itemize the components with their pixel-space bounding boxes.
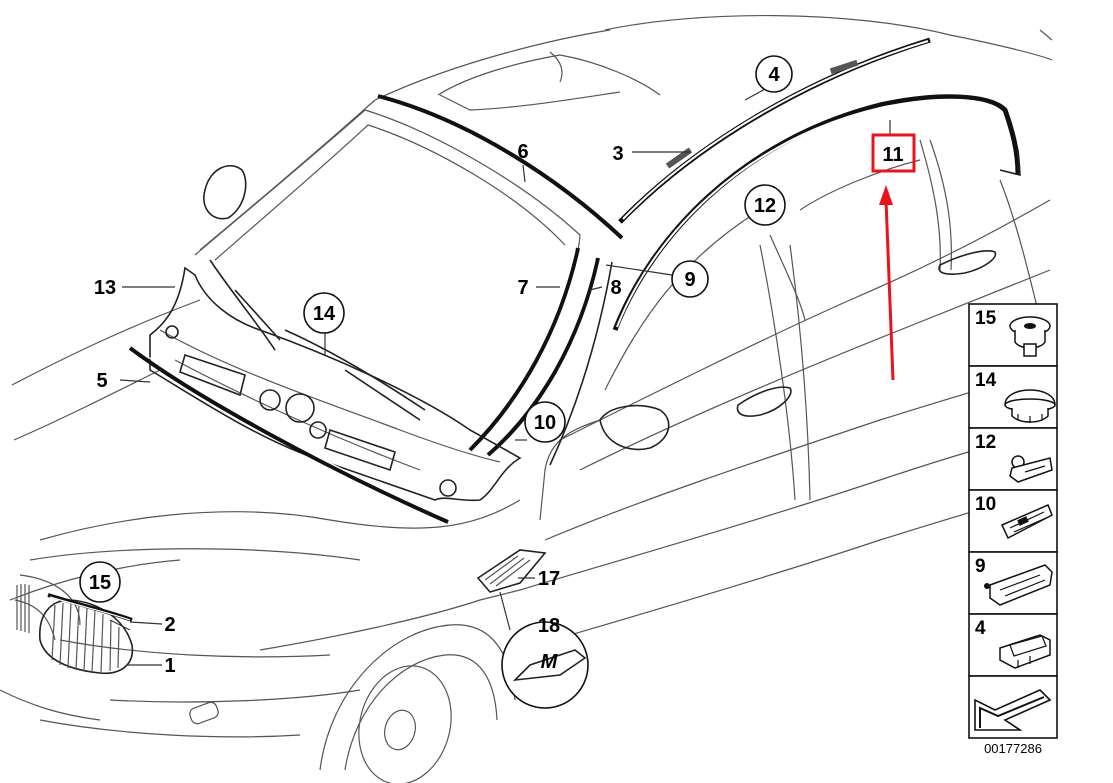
label-part-13: 13 bbox=[94, 277, 116, 299]
part-13-cowl-panel bbox=[149, 259, 522, 502]
label-part-18: 18 bbox=[538, 615, 560, 637]
callout-4 bbox=[755, 55, 793, 93]
callout-12 bbox=[744, 184, 786, 226]
callout-15 bbox=[79, 561, 121, 603]
red-pointer-arrow bbox=[879, 185, 895, 381]
label-part-9: 9 bbox=[684, 269, 695, 291]
label-part-3: 3 bbox=[612, 143, 623, 165]
legend-cell-4: 4 bbox=[968, 613, 1058, 677]
label-part-4: 4 bbox=[768, 64, 780, 86]
roof-clip-icon bbox=[999, 634, 1051, 669]
label-part-8: 8 bbox=[610, 277, 621, 299]
part-3-4-roof-mouldings bbox=[618, 37, 931, 224]
svg-text:4: 4 bbox=[975, 618, 986, 639]
detail-magnifier bbox=[501, 621, 589, 709]
slide-clip-icon bbox=[1000, 504, 1053, 540]
legend-cell-15: 15 bbox=[968, 303, 1058, 367]
svg-text:9: 9 bbox=[975, 556, 986, 577]
kidney-grille bbox=[14, 574, 134, 674]
grille-left bbox=[16, 584, 30, 633]
svg-text:12: 12 bbox=[975, 432, 996, 453]
legend-cell-12: 12 bbox=[968, 427, 1058, 491]
label-part-10: 10 bbox=[534, 412, 556, 434]
part-7-8-pillar-trims bbox=[467, 247, 613, 466]
callout-10 bbox=[524, 401, 566, 443]
part-6-moulding bbox=[377, 94, 624, 241]
push-clip-icon bbox=[1009, 316, 1051, 357]
svg-text:10: 10 bbox=[975, 494, 996, 515]
label-part-5: 5 bbox=[96, 370, 107, 392]
label-part-6: 6 bbox=[517, 141, 528, 163]
part-5-seal bbox=[128, 345, 449, 524]
part-17-18-side-vent: M bbox=[476, 549, 589, 709]
legend-cell-10: 10 bbox=[968, 489, 1058, 553]
callout-9 bbox=[671, 260, 709, 298]
emblem-text: M bbox=[541, 651, 559, 673]
callout-14 bbox=[303, 292, 345, 334]
fastener-legend: 15 14 12 bbox=[968, 303, 1058, 756]
part-labels: 1 2 3 4 5 6 7 8 9 10 11 12 13 14 15 17 1… bbox=[79, 55, 916, 677]
svg-text:15: 15 bbox=[975, 308, 997, 329]
label-part-17: 17 bbox=[538, 568, 560, 590]
label-part-11: 11 bbox=[882, 144, 903, 166]
label-part-2: 2 bbox=[164, 614, 175, 636]
label-part-14: 14 bbox=[313, 303, 336, 325]
leader-lines bbox=[109, 87, 891, 666]
label-part-15: 15 bbox=[89, 572, 111, 594]
label-part-12: 12 bbox=[754, 195, 776, 217]
legend-cell-arrow bbox=[968, 675, 1058, 739]
highlight-box-11 bbox=[871, 133, 916, 173]
trim-clip-icon bbox=[1009, 455, 1053, 483]
diagram-code: 00177286 bbox=[984, 741, 1042, 756]
svg-text:14: 14 bbox=[975, 370, 997, 391]
arrow-reference-icon bbox=[974, 689, 1052, 731]
expanding-rivet-icon bbox=[1004, 389, 1056, 423]
label-part-7: 7 bbox=[517, 277, 528, 299]
bracket-clip-icon bbox=[984, 564, 1053, 606]
legend-cell-9: 9 bbox=[968, 551, 1058, 615]
label-part-1: 1 bbox=[164, 655, 175, 677]
part-11-frame-moulding bbox=[612, 94, 1021, 331]
legend-cell-14: 14 bbox=[968, 365, 1058, 429]
